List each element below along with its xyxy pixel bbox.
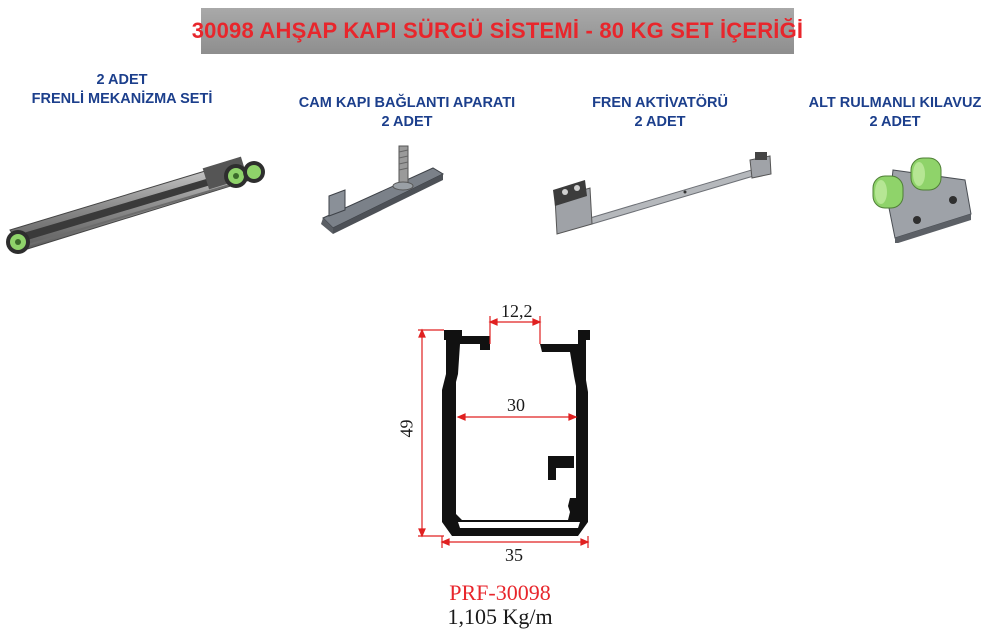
caption-line: 2 ADET bbox=[381, 114, 433, 130]
caption-line: ALT RULMANLI KILAVUZ bbox=[808, 95, 982, 111]
dimension-width-label: 35 bbox=[505, 545, 523, 565]
glass-door-bracket-icon bbox=[321, 145, 445, 234]
roller-icon bbox=[910, 157, 942, 191]
bottom-bearing-guide-icon bbox=[872, 157, 972, 243]
caption-line: 2 ADET bbox=[869, 114, 921, 130]
dimension-inner-label: 30 bbox=[507, 395, 525, 415]
title-banner: 30098 AHŞAP KAPI SÜRGÜ SİSTEMİ - 80 KG S… bbox=[192, 8, 803, 54]
profile-weight: 1,105 Kg/m bbox=[447, 604, 553, 629]
roller-icon bbox=[243, 161, 265, 183]
caption-mechanism-set: 2 ADET FRENLİ MEKANİZMA SETİ bbox=[22, 71, 222, 109]
roller-icon bbox=[224, 164, 248, 188]
profile-cross-section bbox=[418, 316, 590, 548]
caption-line: FREN AKTİVATÖRÜ bbox=[592, 95, 728, 111]
dimension-height-label: 49 bbox=[396, 419, 417, 438]
caption-brake-activator: FREN AKTİVATÖRÜ 2 ADET bbox=[560, 94, 760, 132]
caption-line: 2 ADET bbox=[634, 114, 686, 130]
brake-activator-icon bbox=[553, 152, 772, 235]
braking-mechanism-set-icon bbox=[6, 156, 265, 254]
caption-line: 2 ADET bbox=[96, 72, 148, 88]
caption-glass-bracket: CAM KAPI BAĞLANTI APARATI 2 ADET bbox=[282, 94, 532, 132]
caption-bottom-guide: ALT RULMANLI KILAVUZ 2 ADET bbox=[795, 94, 995, 132]
profile-shape-icon bbox=[442, 330, 590, 536]
caption-line: CAM KAPI BAĞLANTI APARATI bbox=[298, 95, 516, 111]
caption-line: FRENLİ MEKANİZMA SETİ bbox=[31, 91, 213, 107]
roller-icon bbox=[6, 230, 30, 254]
page-title: 30098 AHŞAP KAPI SÜRGÜ SİSTEMİ - 80 KG S… bbox=[191, 18, 804, 43]
roller-icon bbox=[872, 175, 904, 209]
dimension-top-label: 12,2 bbox=[501, 301, 533, 321]
profile-code: PRF-30098 bbox=[449, 580, 551, 605]
